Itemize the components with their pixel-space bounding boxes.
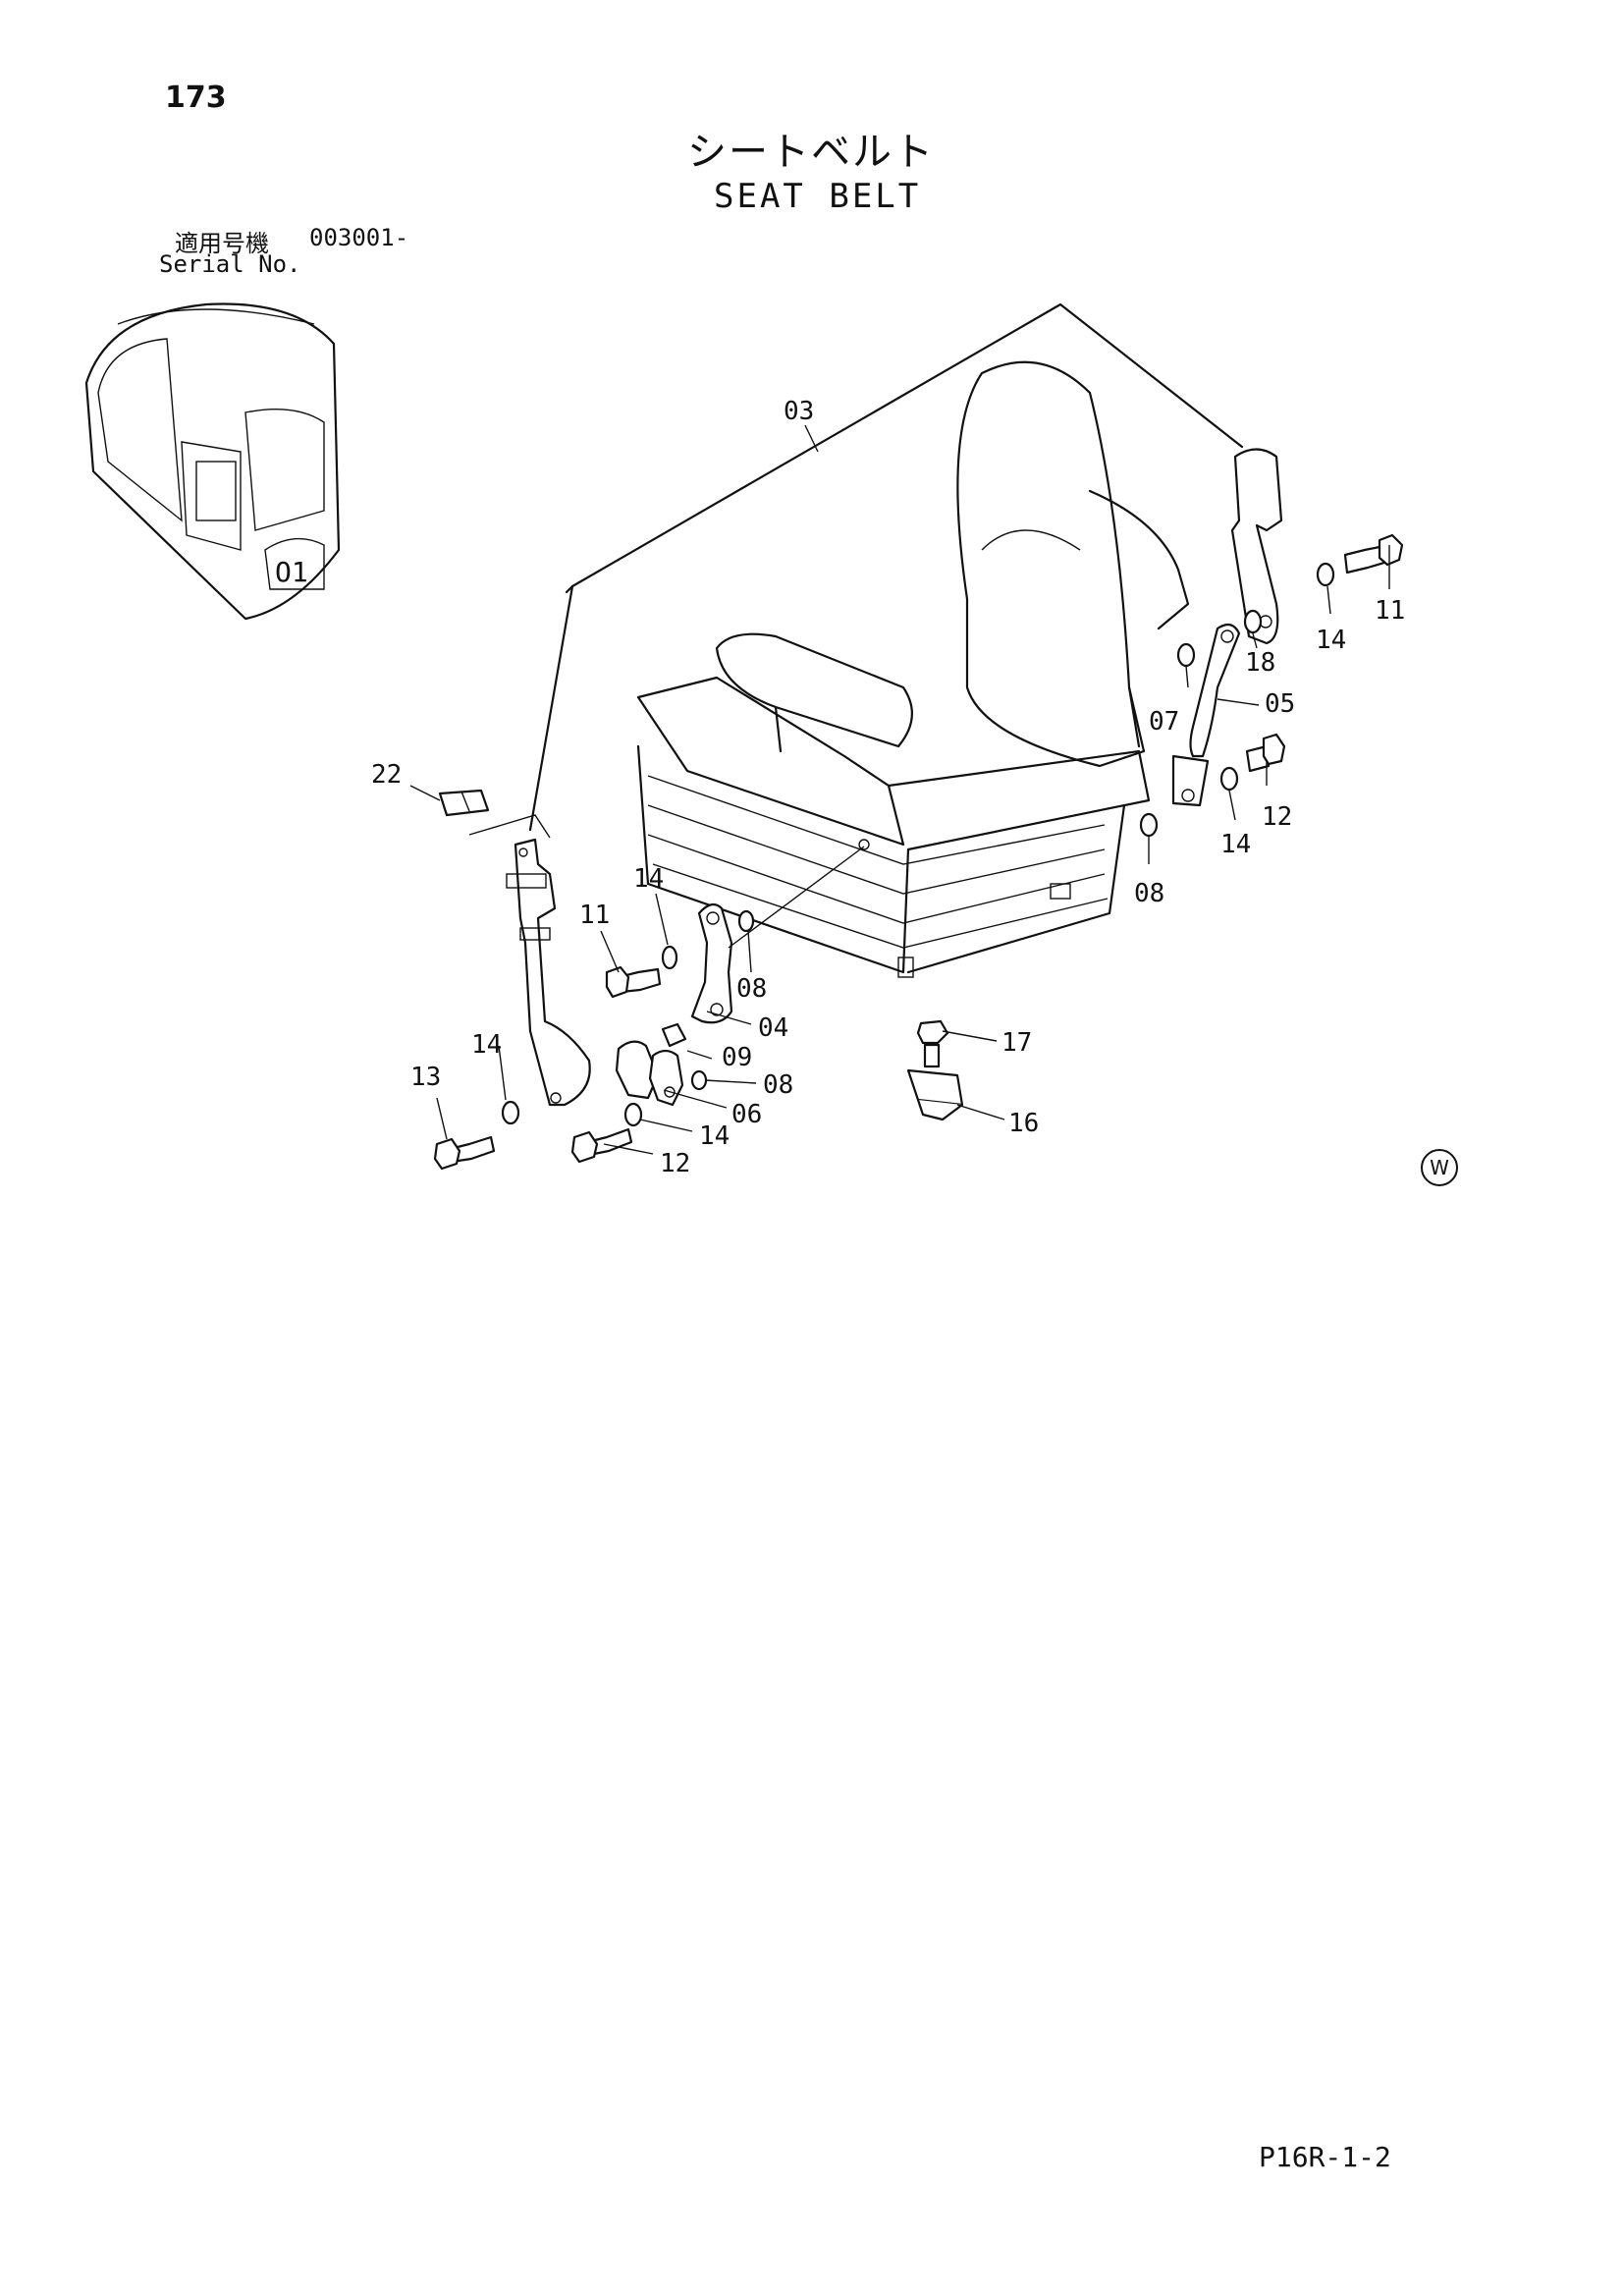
title-japanese: シートベルト bbox=[687, 130, 935, 175]
callout-18: 18 bbox=[1245, 648, 1275, 678]
callout-11-a: 11 bbox=[579, 901, 610, 930]
callout-14-e: 14 bbox=[1220, 830, 1251, 859]
callout-labels: 03 22 14 11 08 04 09 08 06 14 12 13 14 1… bbox=[371, 397, 1405, 1178]
bolt-icon bbox=[433, 1127, 633, 1171]
callout-06: 06 bbox=[731, 1100, 762, 1129]
callout-07: 07 bbox=[1149, 707, 1179, 737]
floor-anchor-icon bbox=[906, 1019, 964, 1121]
callout-08-a: 08 bbox=[736, 974, 767, 1004]
cab-thumbnail-icon: O1 bbox=[84, 302, 341, 621]
tongue-22-icon bbox=[438, 789, 490, 817]
serial-label-japanese: 適用号機 bbox=[175, 230, 269, 257]
callout-12-a: 12 bbox=[660, 1149, 690, 1178]
callout-12-b: 12 bbox=[1262, 802, 1292, 832]
callout-11-b: 11 bbox=[1375, 596, 1405, 626]
left-buckle-icon bbox=[506, 838, 591, 1107]
callout-22: 22 bbox=[371, 760, 402, 790]
callout-14-b: 14 bbox=[699, 1121, 730, 1151]
seat-icon bbox=[636, 360, 1190, 978]
page-reference: P16R-1-2 bbox=[1259, 2141, 1391, 2173]
title-english: SEAT BELT bbox=[714, 177, 922, 216]
bracket-hardware-icon bbox=[605, 909, 755, 1048]
right-hardware-icon bbox=[1139, 533, 1404, 838]
callout-08-b: 08 bbox=[763, 1070, 793, 1100]
callout-14-d: 14 bbox=[1316, 626, 1346, 655]
page-number: 173 bbox=[165, 81, 227, 115]
callout-13: 13 bbox=[410, 1063, 441, 1092]
serial-label-english: Serial No. bbox=[159, 250, 301, 278]
right-anchor-icon bbox=[1171, 448, 1283, 807]
serial-number-value: 003001- bbox=[309, 224, 409, 251]
callout-16: 16 bbox=[1008, 1109, 1039, 1138]
belt-cable-line bbox=[565, 302, 1244, 594]
callout-14-c: 14 bbox=[471, 1030, 502, 1060]
callout-05: 05 bbox=[1265, 689, 1295, 719]
w-mark-icon: W bbox=[1421, 1149, 1458, 1186]
callout-14-a: 14 bbox=[633, 864, 664, 894]
buckle-plate-icon bbox=[501, 1040, 708, 1127]
leader-lines bbox=[409, 424, 1390, 1155]
callout-09: 09 bbox=[722, 1043, 752, 1072]
callout-03: 03 bbox=[784, 397, 814, 426]
svg-text:O1: O1 bbox=[275, 556, 308, 588]
callout-04: 04 bbox=[758, 1013, 788, 1043]
callout-17: 17 bbox=[1001, 1028, 1032, 1058]
callout-08-c: 08 bbox=[1134, 879, 1164, 908]
bracket-04-icon bbox=[690, 839, 870, 1024]
